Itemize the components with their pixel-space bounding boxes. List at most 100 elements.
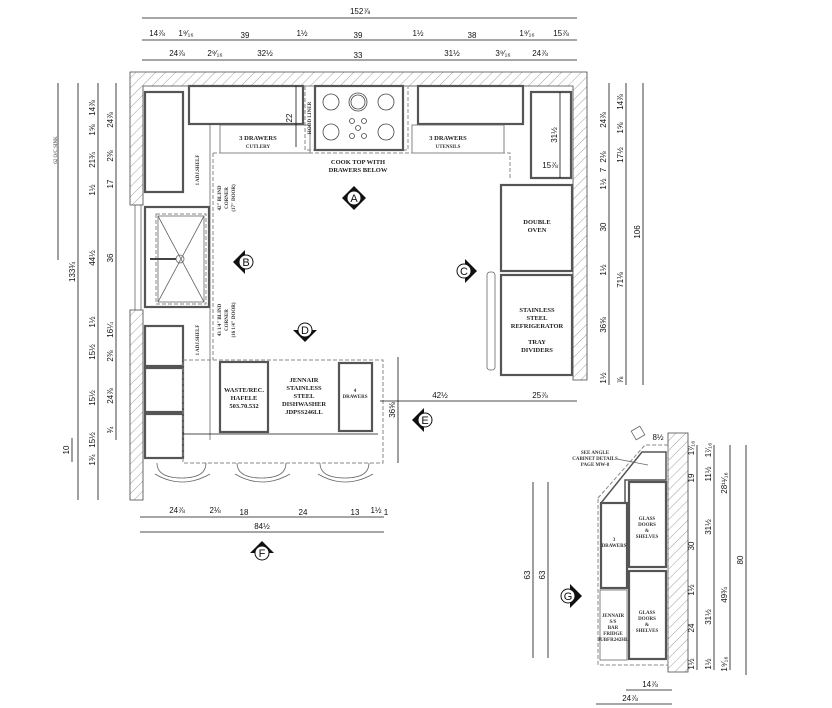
- section-marker-e[interactable]: E: [412, 408, 433, 432]
- dim-label: 42½: [432, 391, 448, 400]
- dim-label: 28¹¹⁄₁₆: [720, 472, 729, 494]
- dim-label: 14⅞: [616, 94, 625, 110]
- bar-fridge-label: JUBFR242HL: [598, 638, 630, 643]
- upper-cabinet-right: [416, 84, 525, 126]
- blind-corner-label: (16 1/4" DOOR): [232, 302, 237, 337]
- glass-label: SHELVES: [636, 535, 659, 540]
- dim-label: 2⅛: [209, 506, 220, 515]
- glass-label: GLASS: [639, 517, 656, 522]
- dim-label: 8½: [652, 433, 663, 442]
- dim-sink-oc: 62 O/C SINK: [54, 136, 59, 164]
- dim-island-depth: 36⅝: [388, 402, 397, 418]
- dim-label: 1⁷⁄₁₆: [704, 443, 713, 458]
- drawers-label: 3 DRAWERS: [239, 135, 277, 142]
- dim-label: 24⅞: [169, 506, 185, 515]
- refrigerator: [499, 273, 574, 377]
- dim-label: 11½: [704, 466, 713, 481]
- dim-label: 16¼: [106, 322, 115, 338]
- glass-label: DOORS: [638, 617, 656, 622]
- dim-label: 36⅝: [599, 317, 608, 333]
- waste-cabinet: [218, 360, 270, 434]
- burner-icons: [322, 92, 395, 141]
- section-marker-a[interactable]: A: [342, 186, 366, 210]
- dim-label: 1½: [370, 506, 381, 515]
- waste-label: WASTE/REC.: [224, 387, 264, 394]
- blind-corner-label: CORNER: [225, 187, 230, 209]
- glass-label: SHELVES: [636, 629, 659, 634]
- dim-label: 1½: [296, 29, 307, 38]
- fridge-label: STAINLESS: [519, 307, 555, 314]
- dim-label: 2⁹⁄₁₆: [207, 49, 222, 58]
- dim-label: 1⁷⁄₁₆: [687, 441, 696, 456]
- drawers-sublabel: CUTLERY: [246, 145, 271, 150]
- drawers-label: DRAWERS: [601, 544, 626, 549]
- double-oven: [499, 183, 574, 273]
- dim-label: 1⁹⁄₁₆: [720, 656, 729, 671]
- dim-label: 71⅛: [616, 272, 625, 288]
- left-dimensions: 62 O/C SINK 133¾ 10 14⅞ 1⅝ 21¾ 1½ 44½ 1½…: [54, 83, 117, 500]
- dim-label: 39: [354, 31, 363, 40]
- dim-label: ¾: [106, 426, 115, 433]
- tall-cabinet-right: [529, 90, 573, 180]
- section-marker-c[interactable]: C: [456, 259, 477, 283]
- tall-cabinet-left: [143, 90, 185, 194]
- dim-label: 18: [240, 508, 249, 517]
- bar-fridge-label: BAR: [608, 626, 619, 631]
- section-marker-f[interactable]: F: [250, 541, 274, 561]
- upper-cabinet-left: [187, 84, 305, 126]
- dim-label: 17½: [616, 147, 625, 163]
- dim-label: 14⅞: [642, 680, 658, 689]
- dim-label: 49¾: [720, 587, 729, 603]
- dim-label: 63: [523, 570, 532, 579]
- shelf-label: 1 ADJ.SHELF: [196, 155, 201, 186]
- glass-label: &: [645, 623, 649, 628]
- blind-corner-label: (17" DOOR): [232, 184, 237, 212]
- dim-label: 14⅞: [88, 100, 97, 116]
- dim-label: ⅞: [616, 376, 625, 383]
- dim-label: 1: [384, 508, 389, 517]
- section-marker-g[interactable]: G: [560, 584, 582, 608]
- dim-label: 1½: [412, 29, 423, 38]
- dim-label: 15½: [88, 390, 97, 406]
- dim-top-overall: 152⅞: [350, 7, 370, 16]
- dim-label: 1½: [88, 316, 97, 327]
- glass-cabinet-lower: [627, 569, 668, 661]
- dim-label: 1½: [687, 658, 696, 669]
- blind-corner-label: CORNER: [225, 309, 230, 331]
- dishwasher-label: DISHWASHER: [282, 401, 326, 408]
- marker-label: F: [259, 548, 266, 560]
- dim-label: 24: [687, 623, 696, 632]
- dim-label: 3⁹⁄₁₆: [495, 49, 510, 58]
- dim-label: 30: [599, 222, 608, 231]
- bar-fridge-label: FRIDGE: [603, 632, 623, 637]
- oven-label: DOUBLE: [523, 219, 550, 226]
- section-marker-d[interactable]: D: [293, 322, 317, 342]
- dim-label: 15½: [88, 432, 97, 448]
- shelf-label: 1 ADJ.SHELF: [196, 325, 201, 356]
- dim-label: 13: [351, 508, 360, 517]
- oven-label: OVEN: [528, 227, 547, 234]
- fridge-label: TRAY: [528, 339, 546, 346]
- right-dimensions: 24⅞ 2⅛ 7 1½ 30 1½ 36⅝ 1½ 14⅞ 1⅝ 17½ 71⅛ …: [599, 83, 644, 385]
- dim-label: 1½: [687, 584, 696, 595]
- dim-label: 1½: [88, 184, 97, 195]
- marker-label: E: [421, 415, 428, 427]
- dim-label: 15⅞: [553, 29, 569, 38]
- drawers-label: 3 DRAWERS: [429, 135, 467, 142]
- dim-right-overall: 106: [633, 225, 642, 239]
- section-marker-b[interactable]: B: [233, 250, 254, 274]
- dim-label: 1⅝: [88, 124, 97, 135]
- top-cabinet-run: 3 DRAWERS CUTLERY HOOD LINER 22 3 DRAWER…: [143, 84, 573, 194]
- dim-label: 24⅞: [599, 112, 608, 128]
- dim-label: 31½: [704, 609, 713, 625]
- dim-label: 1½: [599, 372, 608, 383]
- marker-label: D: [301, 325, 309, 337]
- marker-label: C: [460, 266, 468, 278]
- drawer-cabinet: [599, 501, 629, 590]
- dim-bottom-overall: 84½: [254, 522, 270, 531]
- dim-label: 10: [62, 445, 71, 454]
- window: [134, 204, 142, 311]
- bar-fridge-label: JENNAIR: [602, 614, 625, 619]
- drawers-label: 4: [354, 389, 357, 394]
- dishwasher-label: JDPSS246LL: [285, 409, 323, 416]
